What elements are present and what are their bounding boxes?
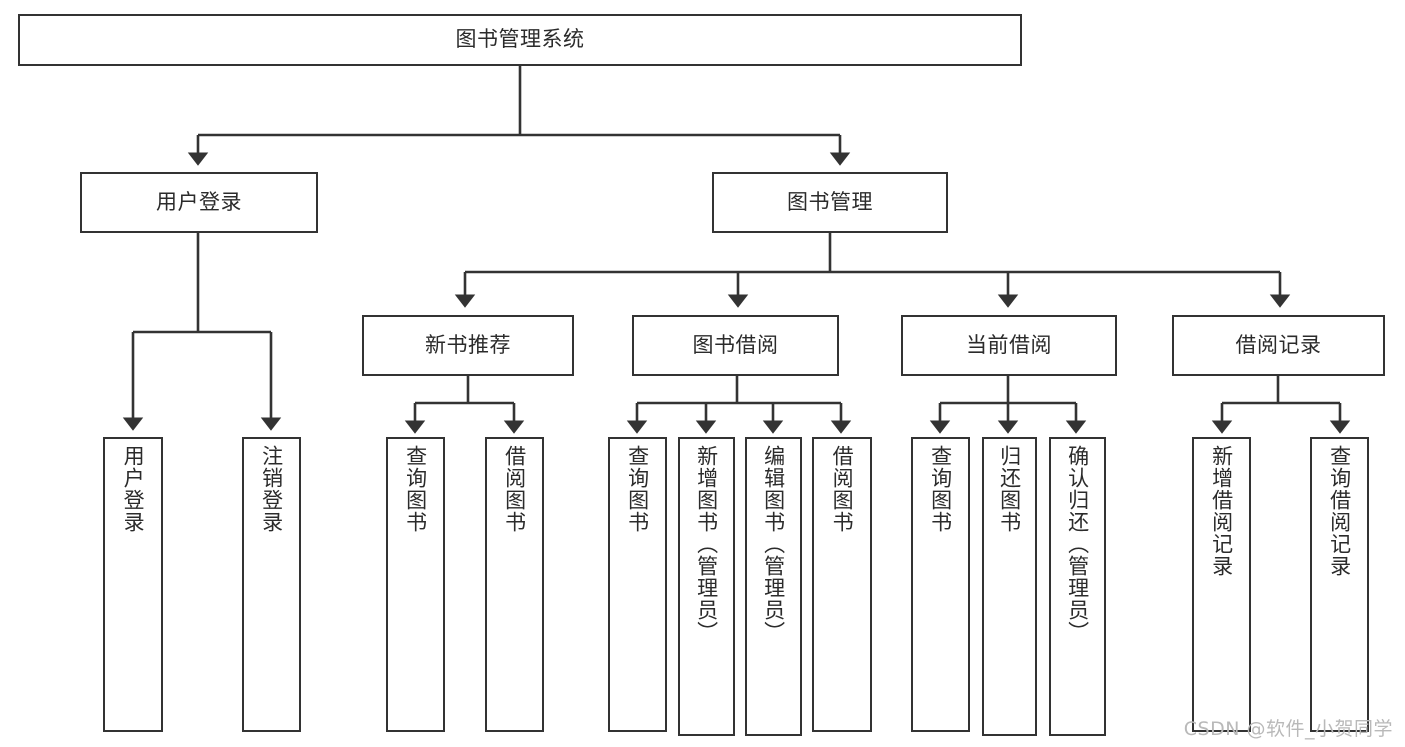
node-book-borrow[interactable]: 图书借阅 bbox=[632, 315, 839, 376]
csdn-watermark: CSDN @软件_小贺同学 bbox=[1183, 718, 1393, 740]
node-label: 归还图书 bbox=[997, 445, 1022, 533]
node-current-borrow[interactable]: 当前借阅 bbox=[901, 315, 1117, 376]
leaf-add-book-admin[interactable]: 新增图书（管理员） bbox=[678, 437, 735, 736]
node-label: 新书推荐 bbox=[425, 332, 511, 357]
node-label: 借阅记录 bbox=[1235, 332, 1322, 357]
leaf-add-borrow-record[interactable]: 新增借阅记录 bbox=[1192, 437, 1251, 732]
node-label: 查询图书 bbox=[625, 445, 650, 533]
leaf-borrow-book-borrow[interactable]: 借阅图书 bbox=[812, 437, 872, 732]
node-label: 确认归还（管理员） bbox=[1065, 445, 1090, 643]
node-label: 图书管理系统 bbox=[455, 27, 585, 52]
leaf-query-book-new[interactable]: 查询图书 bbox=[386, 437, 445, 732]
node-user-login[interactable]: 用户登录 bbox=[80, 172, 318, 233]
node-label: 查询图书 bbox=[403, 445, 428, 533]
node-label: 新增借阅记录 bbox=[1209, 445, 1234, 577]
node-label: 查询图书 bbox=[928, 445, 953, 533]
leaf-query-book-borrow[interactable]: 查询图书 bbox=[608, 437, 667, 732]
leaf-return-book[interactable]: 归还图书 bbox=[982, 437, 1037, 736]
node-label: 当前借阅 bbox=[966, 332, 1052, 357]
node-label: 查询借阅记录 bbox=[1327, 445, 1352, 577]
node-book-management[interactable]: 图书管理 bbox=[712, 172, 948, 233]
leaf-query-borrow-record[interactable]: 查询借阅记录 bbox=[1310, 437, 1369, 732]
leaf-query-book-current[interactable]: 查询图书 bbox=[911, 437, 970, 732]
node-label: 图书借阅 bbox=[692, 332, 779, 357]
leaf-confirm-return-admin[interactable]: 确认归还（管理员） bbox=[1049, 437, 1106, 736]
node-label: 用户登录 bbox=[156, 189, 242, 214]
node-label: 注销登录 bbox=[259, 445, 284, 533]
node-label: 新增图书（管理员） bbox=[694, 445, 719, 643]
node-label: 编辑图书（管理员） bbox=[761, 445, 786, 643]
leaf-borrow-book-new[interactable]: 借阅图书 bbox=[485, 437, 544, 732]
leaf-logout-login[interactable]: 注销登录 bbox=[242, 437, 301, 732]
node-label: 用户登录 bbox=[121, 445, 146, 533]
node-book-management-system[interactable]: 图书管理系统 bbox=[18, 14, 1022, 66]
leaf-edit-book-admin[interactable]: 编辑图书（管理员） bbox=[745, 437, 802, 736]
node-borrow-record[interactable]: 借阅记录 bbox=[1172, 315, 1385, 376]
node-label: 图书管理 bbox=[787, 189, 873, 214]
leaf-user-login[interactable]: 用户登录 bbox=[103, 437, 163, 732]
node-label: 借阅图书 bbox=[830, 445, 855, 533]
node-label: 借阅图书 bbox=[502, 445, 527, 533]
node-new-book-recommend[interactable]: 新书推荐 bbox=[362, 315, 574, 376]
